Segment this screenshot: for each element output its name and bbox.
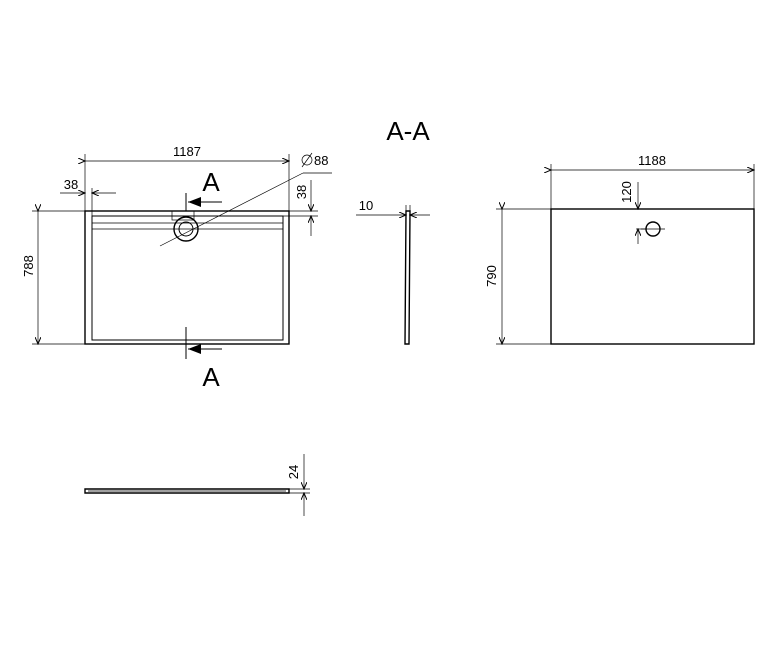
- dim-label-tray-depth: 24: [286, 465, 301, 479]
- dim-label-tray-height: 788: [21, 255, 36, 277]
- side-profile: [404, 210, 411, 345]
- panel-outline: [550, 208, 755, 345]
- diameter-symbol-slash: [301, 152, 313, 168]
- drain-leader-line: [159, 172, 304, 247]
- dim-label-panel-width: 1188: [638, 153, 666, 168]
- dim-label-hole-offset: 120: [619, 181, 634, 203]
- tray-inner-outline: [91, 215, 284, 341]
- diameter-symbol-icon: [301, 154, 313, 166]
- drain-channel: [171, 210, 195, 221]
- dim-label-tray-width: 1187: [173, 144, 201, 159]
- section-label-top: A: [202, 167, 220, 197]
- drain-outer-circle: [173, 216, 199, 242]
- dim-rim-top: 38: [283, 180, 318, 236]
- section-title: A-A: [386, 116, 430, 146]
- section-label-bottom: A: [202, 362, 220, 392]
- section-marker-top: A: [185, 167, 222, 211]
- dim-label-rim-left: 38: [64, 177, 78, 192]
- dim-label-panel-height: 790: [484, 265, 499, 287]
- tray-profile-view: 24: [84, 454, 310, 516]
- dim-label-rim-top: 38: [294, 185, 309, 199]
- section-marker-bottom: A: [185, 327, 222, 392]
- dim-label-side-thickness: 10: [359, 198, 373, 213]
- dim-rim-left: 38: [60, 177, 116, 216]
- dim-tray-height: 788: [21, 211, 85, 344]
- side-view: 10: [356, 198, 430, 345]
- panel-view: 1188 120 790: [484, 153, 754, 344]
- dim-tray-width: 1187: [85, 144, 289, 211]
- tray-outline: [84, 210, 290, 345]
- tray-top-view: [84, 172, 304, 345]
- dim-label-drain-diameter: 88: [314, 153, 328, 168]
- dim-drain-diameter: 88: [301, 152, 332, 174]
